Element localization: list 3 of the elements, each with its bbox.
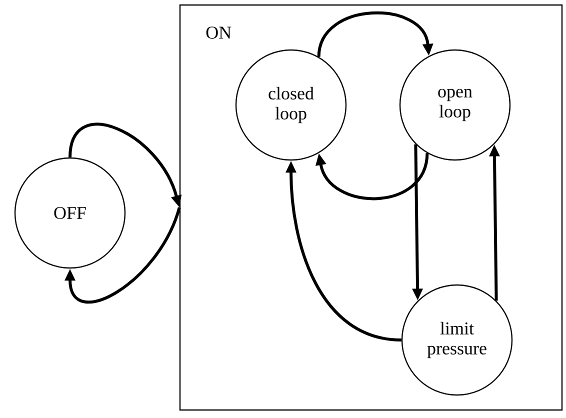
arrow	[315, 152, 429, 200]
arrow	[64, 207, 181, 304]
arrow	[317, 12, 434, 58]
